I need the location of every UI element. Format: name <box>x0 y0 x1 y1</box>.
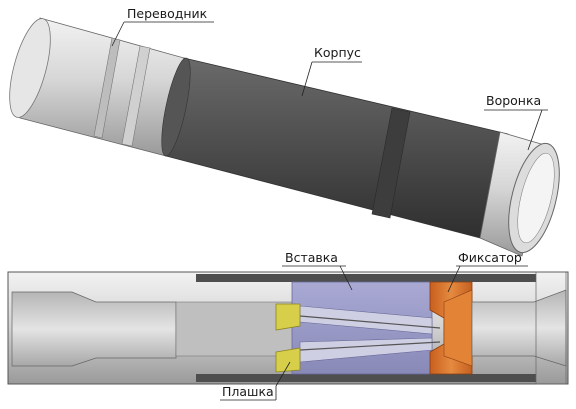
label-vstavka: Вставка <box>285 250 338 265</box>
section-fixator-cone <box>443 289 473 367</box>
label-fiksator: Фиксатор <box>458 250 522 265</box>
leader-fiksator <box>447 265 461 293</box>
adapter-ring-1 <box>93 37 121 139</box>
section-slip-lower <box>275 347 301 373</box>
callouts: Переводник Корпус Воронка Вставка Фиксат… <box>111 6 548 401</box>
leader-perevodnik <box>111 21 125 47</box>
adapter-ring-2 <box>121 45 151 147</box>
section-slip-upper <box>275 303 301 331</box>
section-wall-top <box>196 274 536 282</box>
section-spring-rod-bottom <box>299 341 441 351</box>
section-funnel-lip <box>535 271 567 385</box>
body-shoulder <box>161 57 191 157</box>
body-main <box>165 57 509 241</box>
funnel-bore <box>517 152 555 244</box>
body-band <box>371 107 411 219</box>
label-korpus: Корпус <box>314 45 361 60</box>
label-plashka: Плашка <box>222 384 274 399</box>
leader-korpus <box>301 61 313 97</box>
section-spring-rod-top <box>299 315 441 329</box>
section-adapter-bore <box>11 291 177 367</box>
section-wall-bottom <box>196 374 536 382</box>
tool-cross-section <box>7 271 569 385</box>
leader-plashka <box>275 361 291 387</box>
adapter-end-face <box>9 18 51 118</box>
leader-voronka <box>527 109 543 151</box>
label-voronka: Воронка <box>486 93 541 108</box>
label-perevodnik: Переводник <box>127 6 208 21</box>
tool-3d-view <box>9 17 560 257</box>
leader-vstavka <box>339 265 353 291</box>
